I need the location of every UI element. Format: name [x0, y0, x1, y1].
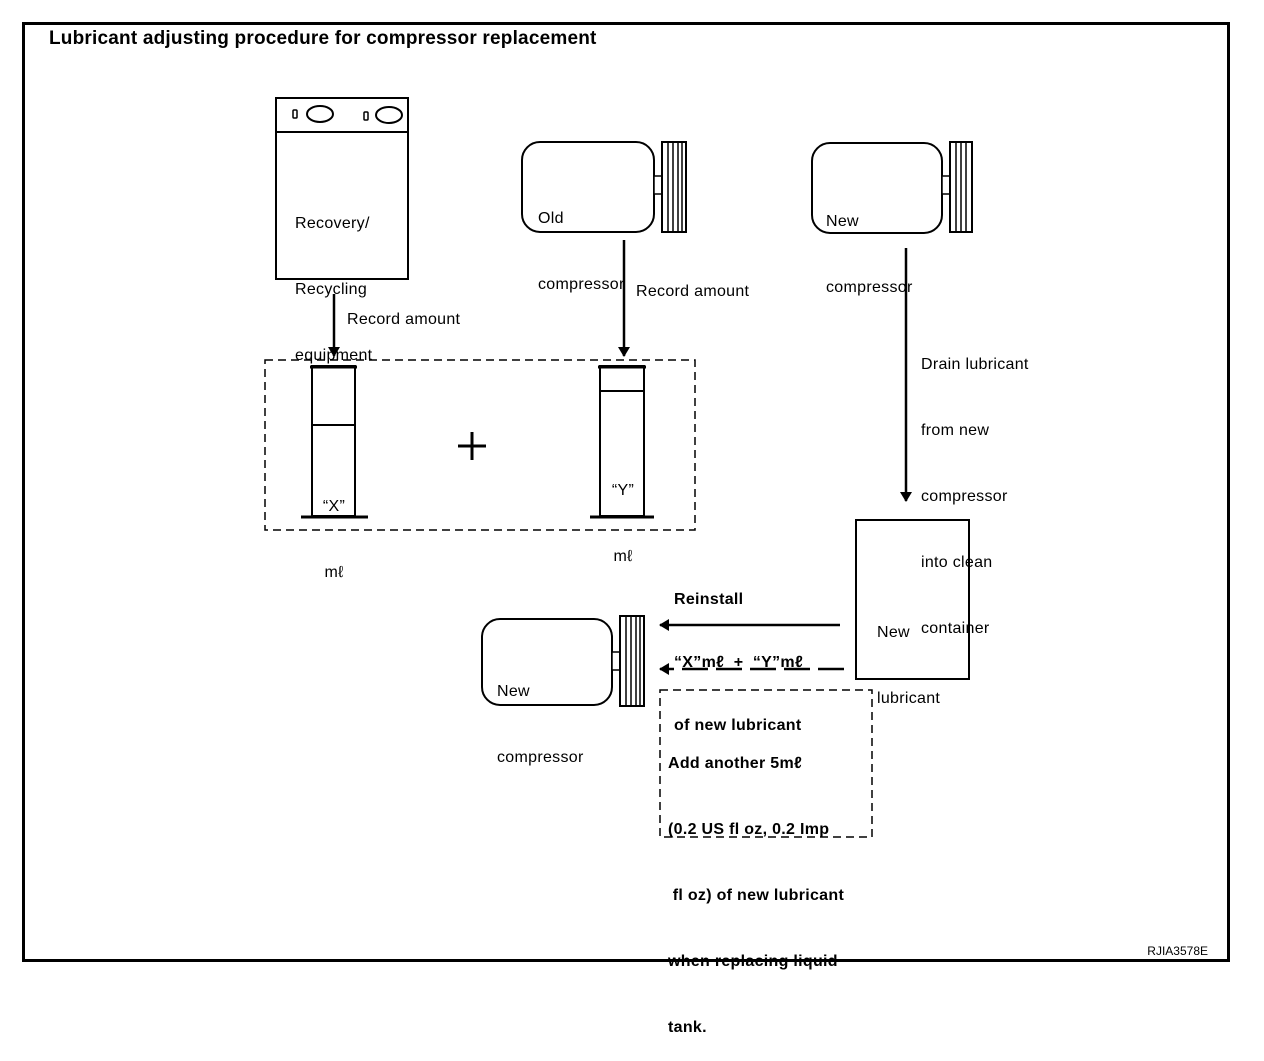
recovery-recycling-equipment	[275, 97, 409, 280]
equipment-knob-right-small	[363, 111, 369, 121]
new-compressor-bottom-label: New compressor	[497, 683, 584, 766]
new-compressor-top	[811, 141, 973, 234]
new-compressor-bottom	[481, 615, 645, 707]
equipment-body	[275, 97, 409, 280]
new-compressor-top-shaft	[941, 175, 951, 195]
record-amount-right-label: Record amount	[636, 283, 750, 300]
new-compressor-top-label: New compressor	[826, 213, 913, 296]
measuring-cylinder-y	[590, 365, 654, 519]
old-compressor	[521, 141, 687, 233]
new-compressor-bottom-shaft	[611, 651, 621, 671]
plus-sign-graphic	[458, 432, 486, 460]
procedure-diagram	[264, 97, 973, 838]
equipment-gauge-left	[306, 105, 334, 123]
add-lubricant-note: Add another 5mℓ (0.2 US fl oz, 0.2 Imp f…	[668, 755, 845, 1036]
recovery-equipment-label: Recovery/ Recycling equipment	[295, 215, 373, 364]
figure-frame	[22, 22, 1230, 962]
figure-title: Lubricant adjusting procedure for compre…	[49, 28, 597, 49]
cylinder-x-label: “X” mℓ	[322, 498, 346, 581]
new-lubricant-container	[855, 519, 970, 680]
reinstall-note: Reinstall “X”mℓ + “Y”mℓ of new lubricant	[674, 591, 804, 734]
old-compressor-label: Old compressor	[538, 210, 625, 293]
equipment-gauge-right	[375, 106, 403, 124]
old-compressor-shaft	[653, 175, 663, 195]
cylinder-y-label: “Y” mℓ	[611, 482, 635, 565]
reference-code: RJIA3578E	[1147, 944, 1208, 958]
measurement-dashed-box	[264, 359, 696, 531]
equipment-knob-left-small	[292, 109, 298, 119]
measuring-cylinder-x	[301, 365, 368, 519]
record-amount-left-label: Record amount	[347, 311, 461, 328]
add-note-dashed-box	[659, 689, 873, 838]
new-lubricant-label: New lubricant	[877, 624, 941, 707]
drain-lubricant-note: Drain lubricant from new compressor into…	[921, 356, 1029, 637]
